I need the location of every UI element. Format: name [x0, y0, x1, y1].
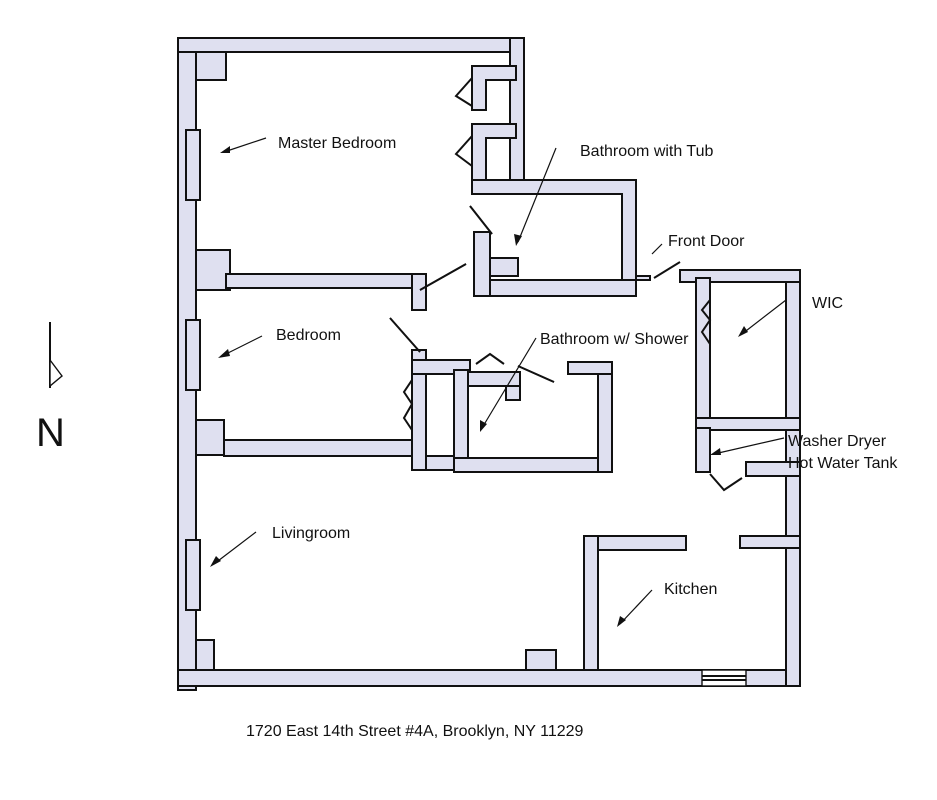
doors: [389, 77, 747, 687]
room-label-hot-water-tank: Hot Water Tank: [788, 455, 898, 472]
interior-walls: [223, 65, 801, 671]
room-label-bathroom-tub: Bathroom with Tub: [580, 143, 714, 160]
outer-walls: [177, 37, 801, 691]
room-label-livingroom: Livingroom: [272, 525, 350, 542]
room-label-front-door: Front Door: [668, 233, 745, 250]
compass-icon: [49, 322, 63, 388]
address-caption: 1720 East 14th Street #4A, Brooklyn, NY …: [246, 723, 584, 740]
room-label-kitchen: Kitchen: [664, 581, 717, 598]
room-label-bedroom: Bedroom: [276, 327, 341, 344]
compass-label: N: [36, 411, 65, 455]
window-bays: [185, 51, 557, 671]
room-label-bathroom-shower: Bathroom w/ Shower: [540, 331, 689, 348]
room-label-wic: WIC: [812, 295, 843, 312]
room-arrows: [210, 137, 787, 627]
room-label-washer-dryer: Washer Dryer: [788, 433, 887, 450]
room-label-master-bedroom: Master Bedroom: [278, 135, 396, 152]
